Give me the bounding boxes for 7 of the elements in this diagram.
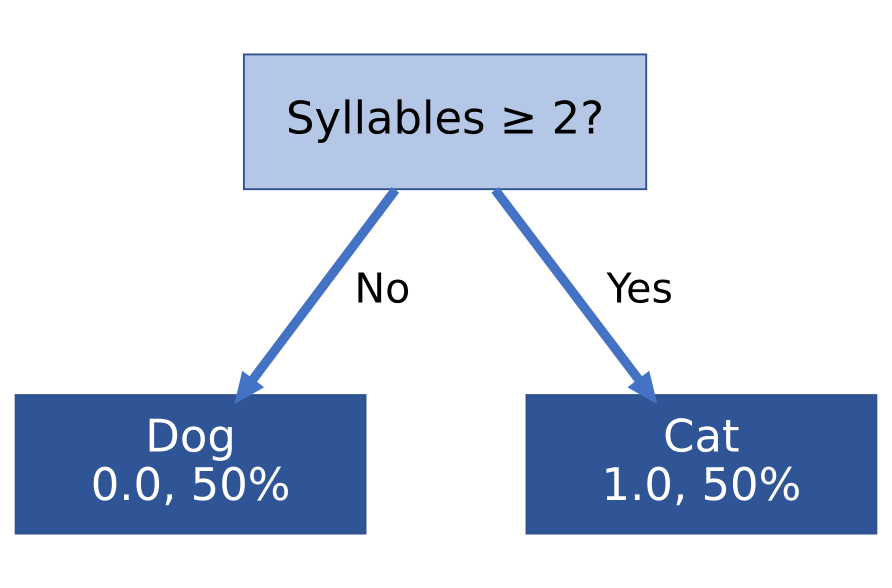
arrow: [234, 187, 400, 404]
edge-label: No: [354, 264, 410, 313]
node-box: Syllables ≥ 2?: [242, 54, 648, 190]
node-box: Dog 0.0, 50%: [14, 394, 366, 534]
edge-label: Yes: [606, 264, 673, 313]
node-box: Cat 1.0, 50%: [526, 394, 878, 534]
arrow: [491, 187, 658, 404]
